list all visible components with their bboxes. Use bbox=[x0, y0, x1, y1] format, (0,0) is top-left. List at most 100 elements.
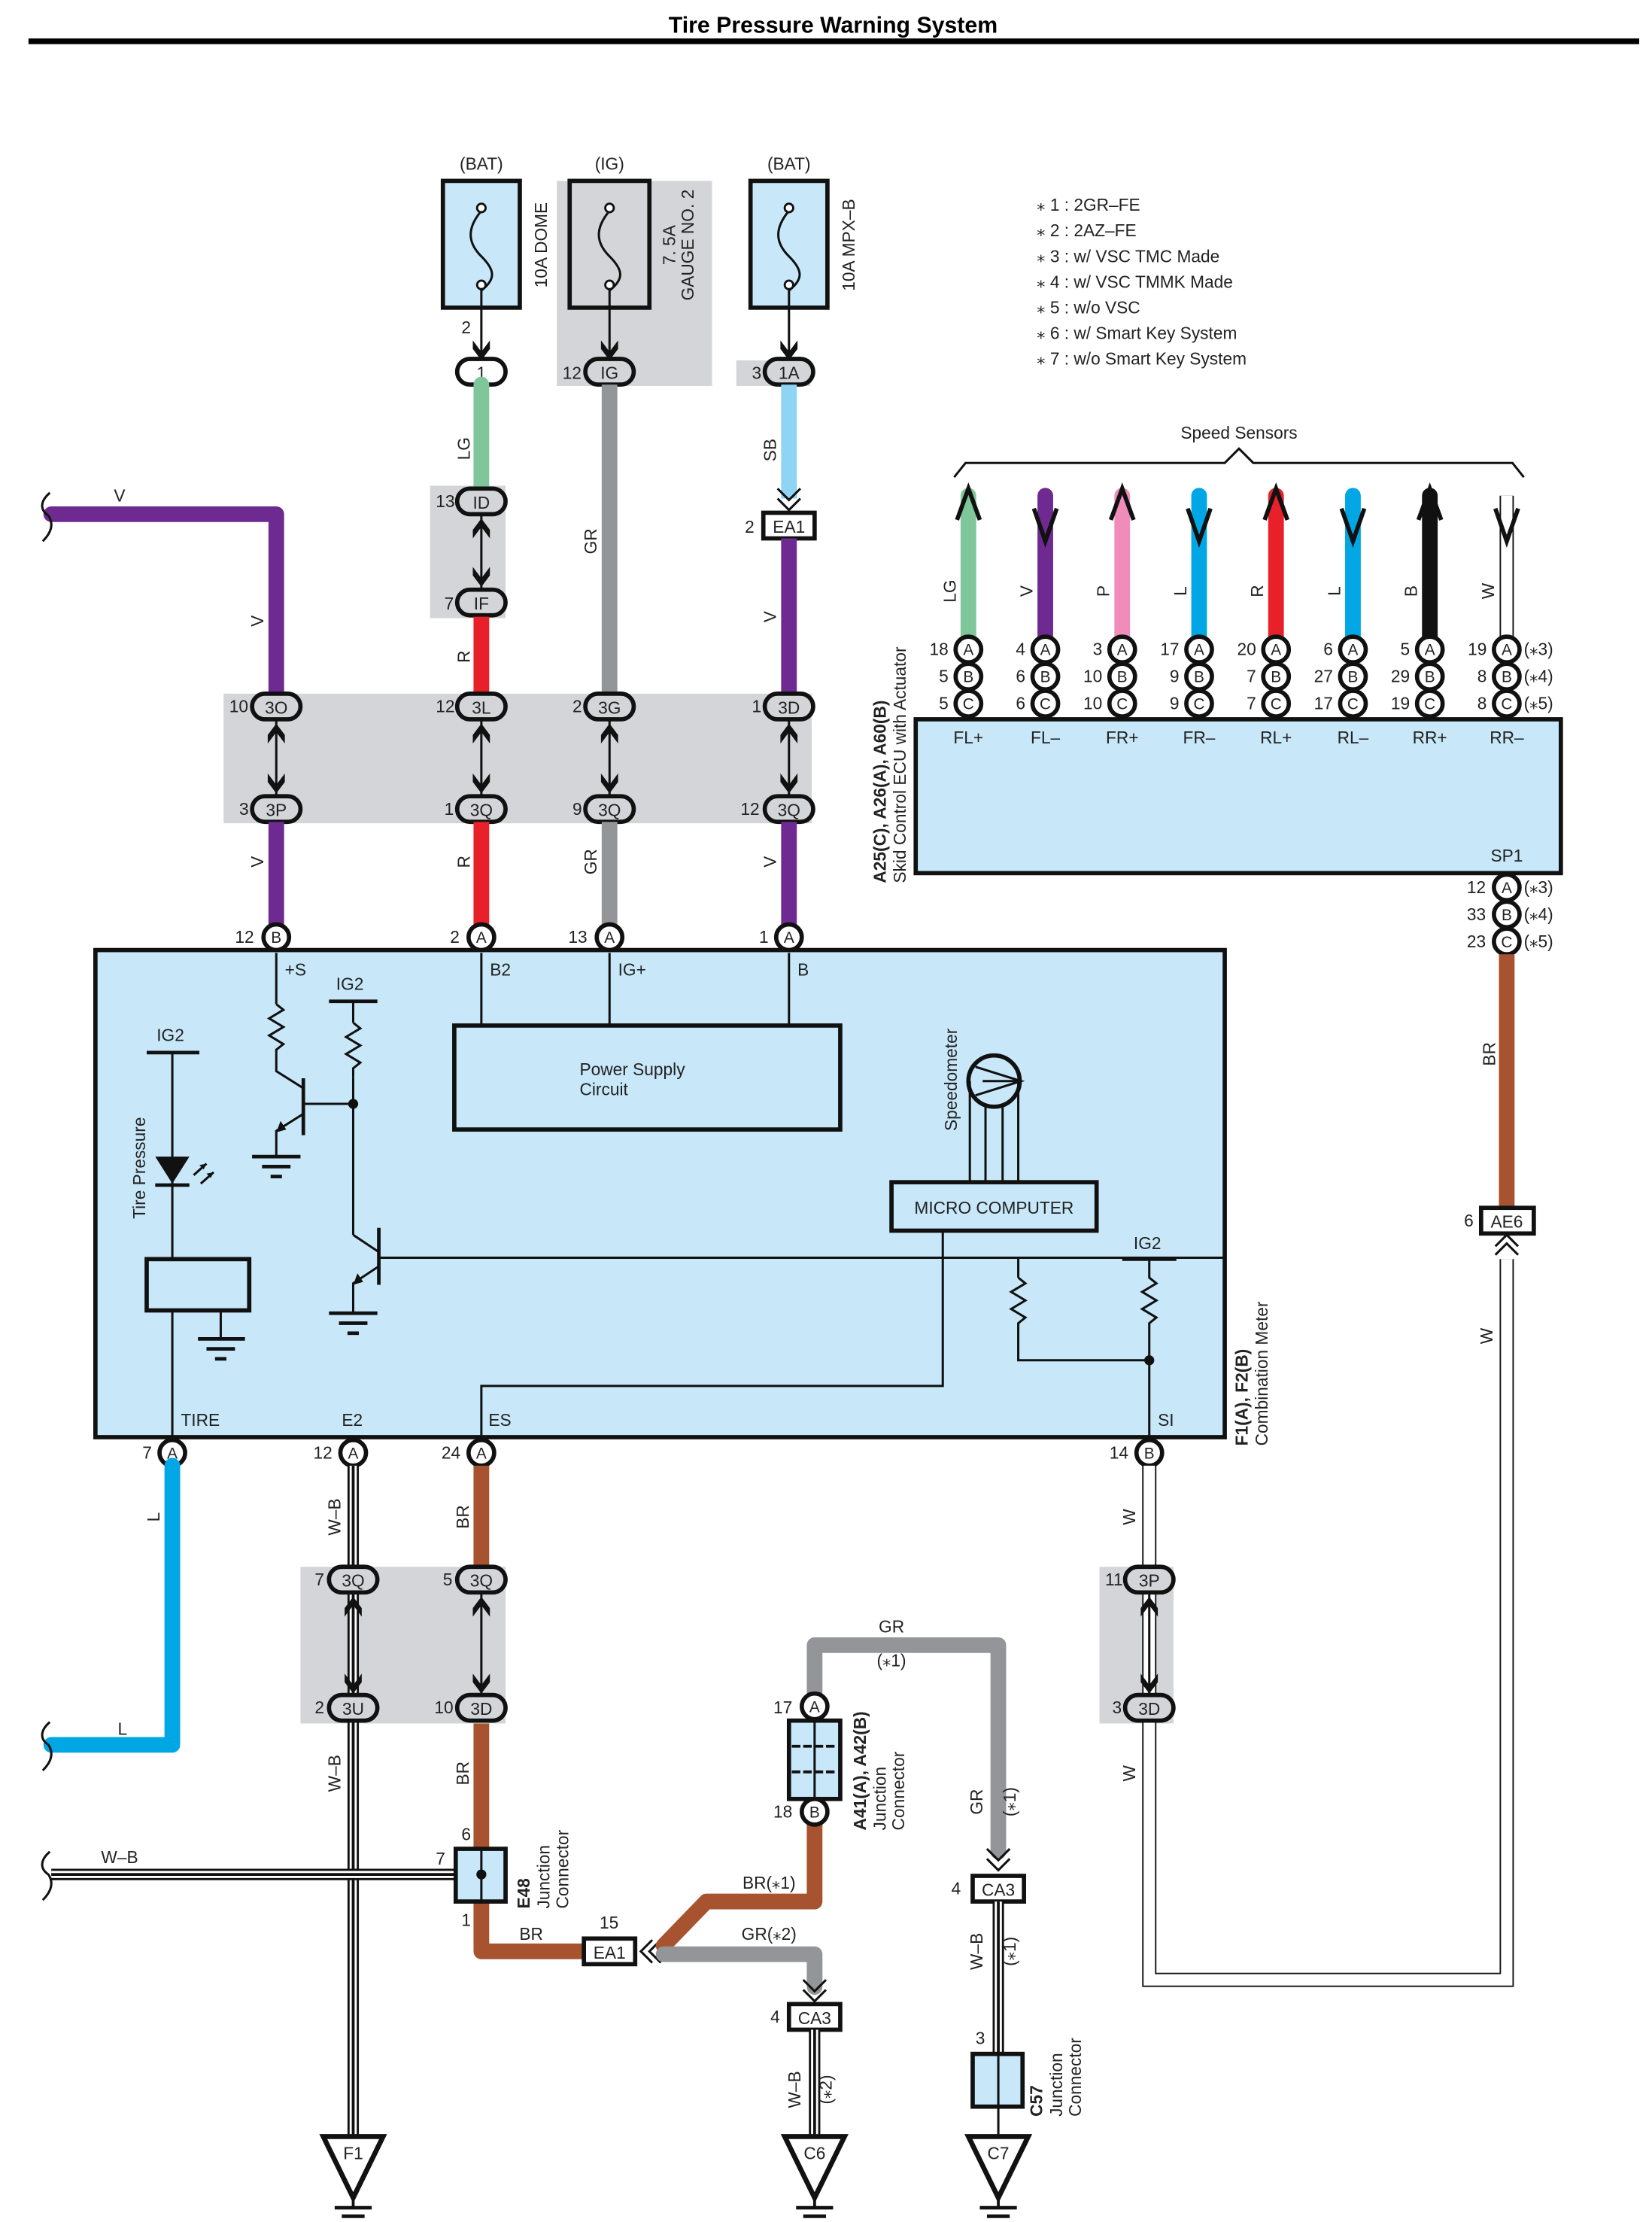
connector-pin bbox=[1338, 688, 1368, 719]
svg-text:L: L bbox=[144, 1512, 163, 1522]
connector-letter: A bbox=[1040, 642, 1051, 659]
svg-text:Junction: Junction bbox=[534, 1845, 554, 1909]
svg-text:3L: 3L bbox=[472, 698, 490, 717]
svg-text:10A MPX–B: 10A MPX–B bbox=[839, 199, 858, 290]
svg-text:1: 1 bbox=[759, 927, 769, 947]
svg-text:GR: GR bbox=[967, 1789, 986, 1815]
svg-text:E48: E48 bbox=[514, 1878, 533, 1908]
svg-text:GR(⁎2): GR(⁎2) bbox=[742, 1924, 797, 1944]
svg-text:V: V bbox=[761, 856, 780, 868]
meter-feed-wires: V R GR V bbox=[247, 822, 797, 926]
connector-pin bbox=[1261, 688, 1292, 719]
svg-text:11: 11 bbox=[1105, 1570, 1123, 1589]
svg-text:MICRO COMPUTER: MICRO COMPUTER bbox=[914, 1198, 1073, 1217]
ground-c6: C6 bbox=[780, 2134, 849, 2222]
svg-text:L: L bbox=[117, 1719, 127, 1739]
svg-text:⁎ 4 : w/ VSC TMMK Made: ⁎ 4 : w/ VSC TMMK Made bbox=[1037, 272, 1233, 291]
svg-text:7: 7 bbox=[314, 1570, 324, 1589]
svg-text:Speed Sensors: Speed Sensors bbox=[1180, 423, 1297, 442]
svg-text:GR: GR bbox=[581, 849, 600, 874]
pin-number: 10 bbox=[1083, 694, 1102, 713]
svg-text:⁎ 5 : w/o VSC: ⁎ 5 : w/o VSC bbox=[1037, 297, 1140, 317]
svg-text:18: 18 bbox=[773, 1801, 792, 1821]
ecu-terminal-label: FR– bbox=[1183, 728, 1216, 747]
svg-text:Junction: Junction bbox=[1046, 2053, 1066, 2117]
svg-text:GAUGE NO. 2: GAUGE NO. 2 bbox=[678, 190, 697, 301]
ecu-terminal-label: RR– bbox=[1490, 728, 1524, 747]
variant-note: (⁎3) bbox=[1524, 640, 1553, 659]
svg-text:CA3: CA3 bbox=[982, 1880, 1015, 1900]
svg-text:B: B bbox=[797, 960, 809, 980]
splice-panel-upper-row bbox=[223, 693, 812, 824]
svg-text:A: A bbox=[1502, 880, 1512, 897]
svg-text:13: 13 bbox=[568, 927, 587, 947]
svg-text:23: 23 bbox=[1467, 932, 1486, 951]
svg-text:(⁎4): (⁎4) bbox=[1524, 904, 1553, 924]
svg-text:BR: BR bbox=[519, 1924, 543, 1944]
svg-text:3P: 3P bbox=[1139, 1571, 1160, 1591]
svg-text:12: 12 bbox=[436, 696, 454, 716]
svg-text:IG: IG bbox=[600, 363, 618, 383]
svg-text:C7: C7 bbox=[988, 2144, 1010, 2163]
svg-text:9: 9 bbox=[572, 799, 582, 819]
svg-text:B: B bbox=[271, 929, 281, 947]
pin-number: 4 bbox=[1016, 640, 1025, 659]
connector-letter: B bbox=[1425, 669, 1435, 686]
wire-color-label: L bbox=[1324, 586, 1344, 596]
connector-letter: C bbox=[1116, 696, 1128, 713]
svg-text:3Q: 3Q bbox=[598, 801, 621, 820]
connector-pin bbox=[1030, 688, 1061, 719]
pin-number: 5 bbox=[939, 694, 949, 713]
connector-letter: C bbox=[1271, 696, 1282, 713]
svg-text:7: 7 bbox=[142, 1442, 152, 1462]
svg-text:3: 3 bbox=[976, 2028, 985, 2047]
svg-text:+S: +S bbox=[285, 960, 306, 980]
svg-text:5: 5 bbox=[443, 1570, 453, 1589]
svg-text:3: 3 bbox=[752, 363, 762, 383]
svg-text:⁎ 3 : w/ VSC TMC Made: ⁎ 3 : w/ VSC TMC Made bbox=[1037, 246, 1219, 266]
svg-text:F1(A), F2(B): F1(A), F2(B) bbox=[1231, 1349, 1251, 1446]
connector-pin bbox=[1107, 688, 1137, 719]
connector-pin bbox=[1492, 688, 1522, 719]
wire-color-label: W bbox=[1478, 582, 1498, 599]
svg-text:EA1: EA1 bbox=[773, 517, 805, 537]
svg-text:3D: 3D bbox=[1138, 1699, 1160, 1719]
connector-letter: C bbox=[1193, 696, 1204, 713]
svg-text:SI: SI bbox=[1158, 1410, 1174, 1430]
splice-col-1: 10 3O 3 3P bbox=[229, 692, 303, 825]
svg-text:V: V bbox=[761, 610, 780, 622]
wire-color-label: V bbox=[1016, 585, 1036, 597]
pin-number: 8 bbox=[1477, 694, 1487, 713]
ecu-terminal-label: RL– bbox=[1338, 728, 1369, 747]
svg-text:Junction: Junction bbox=[870, 1767, 890, 1831]
svg-text:SP1: SP1 bbox=[1490, 846, 1523, 865]
svg-text:A: A bbox=[348, 1445, 359, 1462]
svg-text:(⁎5): (⁎5) bbox=[1524, 932, 1553, 951]
svg-text:W–B: W–B bbox=[324, 1498, 344, 1535]
svg-text:2: 2 bbox=[314, 1698, 324, 1717]
svg-text:W: W bbox=[1119, 1509, 1139, 1525]
svg-text:14: 14 bbox=[1110, 1442, 1128, 1462]
connector-letter: B bbox=[1194, 669, 1204, 686]
pin-number: 29 bbox=[1391, 667, 1410, 686]
svg-text:V: V bbox=[114, 485, 126, 505]
svg-text:B: B bbox=[1502, 907, 1512, 924]
svg-text:B2: B2 bbox=[490, 960, 511, 980]
svg-text:(⁎1): (⁎1) bbox=[877, 1651, 906, 1670]
svg-text:24: 24 bbox=[442, 1442, 460, 1462]
svg-text:1: 1 bbox=[752, 696, 762, 716]
wire-color-label: P bbox=[1094, 585, 1113, 597]
svg-text:(BAT): (BAT) bbox=[767, 154, 811, 173]
svg-text:IG2: IG2 bbox=[1134, 1233, 1162, 1253]
connector-letter: B bbox=[1502, 669, 1512, 686]
fuse-dome: (BAT) 10A DOME 2 1 bbox=[440, 154, 551, 387]
svg-text:A: A bbox=[476, 929, 487, 947]
pin-number: 10 bbox=[1083, 667, 1102, 686]
connector-letter: A bbox=[963, 642, 973, 659]
connector-letter: B bbox=[1117, 669, 1128, 686]
svg-text:E2: E2 bbox=[342, 1410, 363, 1430]
